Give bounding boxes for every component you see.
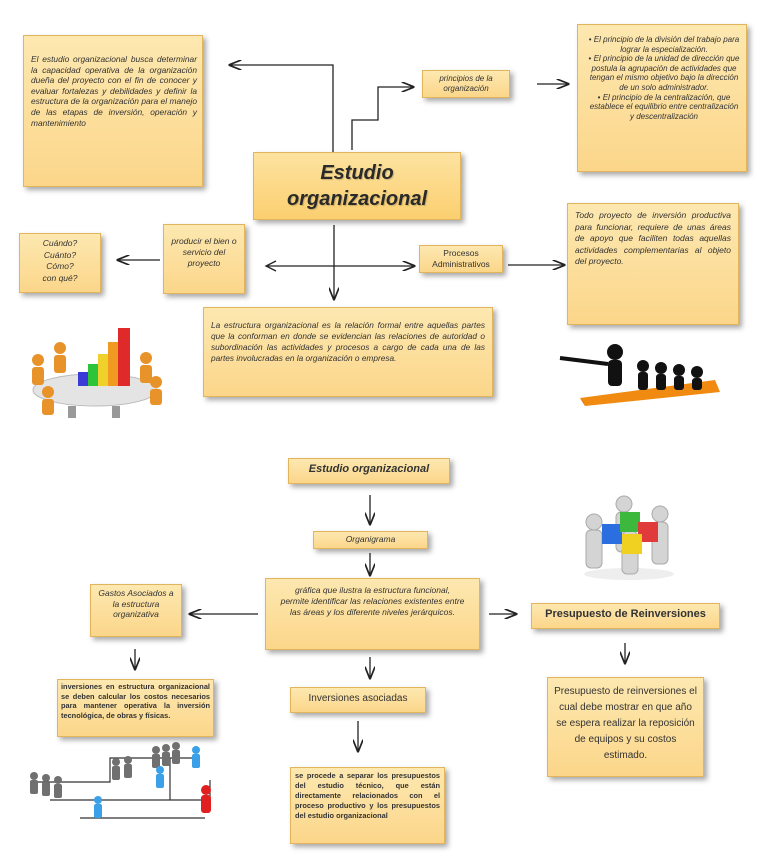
gastos-description: inversiones en estructura organizacional… bbox=[61, 682, 210, 720]
principio-item: El principio de la división del trabajo … bbox=[587, 35, 741, 54]
puzzle-team-illustration bbox=[584, 495, 674, 580]
estructura-description-box: La estructura organizacional es la relac… bbox=[203, 307, 493, 397]
grafica-box: gráfica que ilustra la estructura funcio… bbox=[265, 578, 480, 650]
principios-list-box: El principio de la división del trabajo … bbox=[577, 24, 747, 172]
question-item: Cuándo? bbox=[42, 238, 78, 248]
principio-item: El principio de la unidad de dirección q… bbox=[587, 54, 741, 92]
question-item: Cuánto? bbox=[43, 249, 77, 260]
organigrama-label: Organigrama bbox=[345, 534, 396, 544]
inversiones-description-box: se procede a separar los presupuestos de… bbox=[290, 767, 445, 844]
procesos-description: Todo proyecto de inversión productiva pa… bbox=[575, 210, 731, 266]
meeting-illustration bbox=[32, 328, 162, 418]
inversiones-label: Inversiones asociadas bbox=[308, 693, 408, 704]
leader-illustration bbox=[559, 344, 720, 406]
bottom-title: Estudio organizacional bbox=[308, 463, 430, 475]
producir-box: producir el bien o servicio del proyecto bbox=[163, 224, 245, 294]
gastos-label: Gastos Asociados a la estructura organiz… bbox=[98, 588, 174, 619]
producir-text: producir el bien o servicio del proyecto bbox=[171, 236, 237, 268]
presupuesto-box: Presupuesto de Reinversiones bbox=[531, 603, 720, 629]
grafica-text: gráfica que ilustra la estructura funcio… bbox=[280, 585, 465, 617]
procesos-description-box: Todo proyecto de inversión productiva pa… bbox=[567, 203, 739, 325]
inversiones-box: Inversiones asociadas bbox=[290, 687, 426, 713]
estructura-description: La estructura organizacional es la relac… bbox=[211, 320, 485, 363]
org-chart-illustration bbox=[30, 742, 211, 819]
question-item: Cómo? bbox=[46, 261, 74, 271]
presupuesto-label: Presupuesto de Reinversiones bbox=[545, 608, 706, 620]
organigrama-box: Organigrama bbox=[313, 531, 428, 549]
procesos-label: Procesos Administrativos bbox=[432, 248, 490, 269]
questions-box: Cuándo? Cuánto? Cómo? con qué? bbox=[19, 233, 101, 293]
presupuesto-description: Presupuesto de reinversiones el cual deb… bbox=[554, 686, 697, 761]
bottom-title-box: Estudio organizacional bbox=[288, 458, 450, 484]
left-description-box: El estudio organizacional busca determin… bbox=[23, 35, 203, 187]
procesos-box: Procesos Administrativos bbox=[419, 245, 503, 273]
gastos-box: Gastos Asociados a la estructura organiz… bbox=[90, 584, 182, 637]
center-title: Estudio organizacional bbox=[286, 162, 428, 210]
left-description-text: El estudio organizacional busca determin… bbox=[31, 54, 197, 128]
question-item: con qué? bbox=[42, 272, 78, 283]
inversiones-description: se procede a separar los presupuestos de… bbox=[295, 771, 440, 820]
principios-label: principios de la organización bbox=[439, 74, 493, 93]
principio-item: El principio de la centralización, que e… bbox=[587, 93, 741, 122]
center-title-box: Estudio organizacional bbox=[253, 152, 461, 220]
presupuesto-description-box: Presupuesto de reinversiones el cual deb… bbox=[547, 677, 704, 777]
principios-label-box: principios de la organización bbox=[422, 70, 510, 98]
principios-list: El principio de la división del trabajo … bbox=[583, 35, 741, 121]
gastos-description-box: inversiones en estructura organizacional… bbox=[57, 679, 214, 737]
